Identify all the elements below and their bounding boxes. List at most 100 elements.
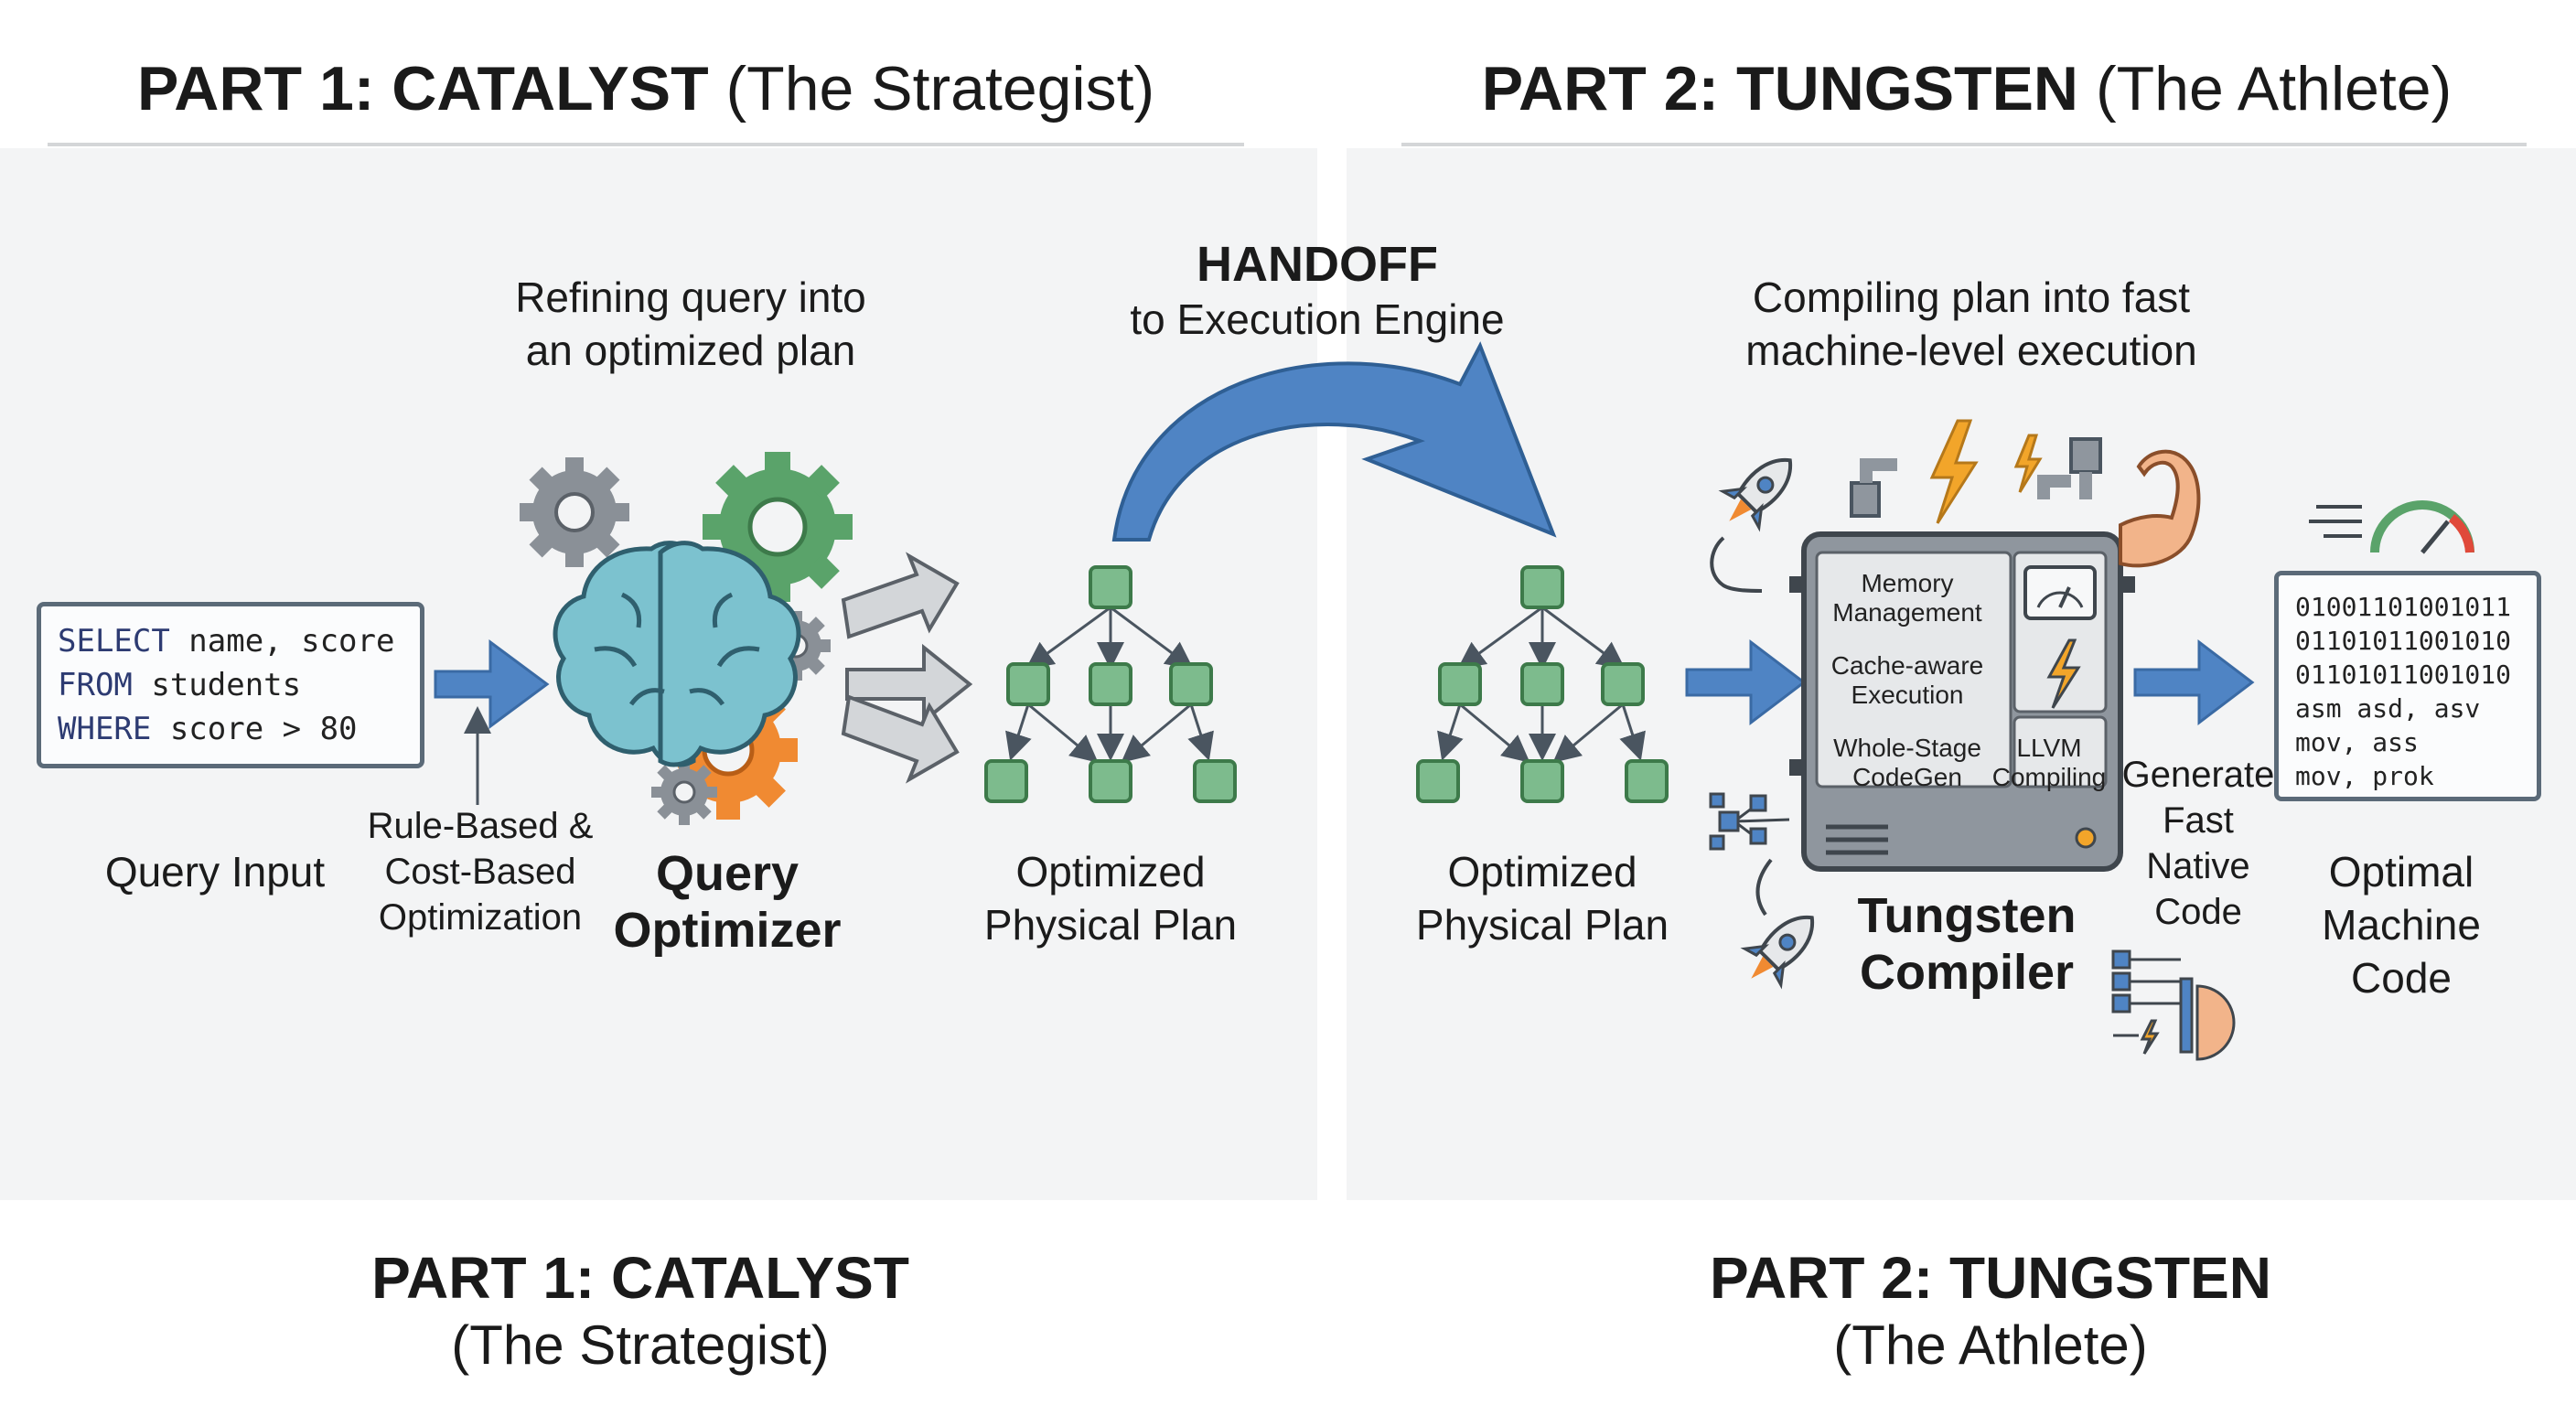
rocket-trail: [1755, 858, 1773, 917]
optimization-label: Rule-Based & Cost-Based Optimization: [348, 803, 613, 940]
header-catalyst: PART 1: CATALYST (The Strategist): [137, 53, 1155, 124]
machine-code-line: mov, prok: [2295, 761, 2434, 791]
module-line: Memory: [1861, 569, 1954, 597]
generate-line: Generate: [2121, 755, 2275, 795]
plan-tree-tungsten: [1437, 606, 1646, 763]
query-optimizer-line: Optimizer: [613, 903, 842, 958]
tungsten-compiler-label: Tungsten Compiler: [1820, 887, 2113, 1001]
header-catalyst-sub: (The Strategist): [725, 54, 1155, 123]
tungsten-plan-line: Optimized: [1447, 848, 1637, 896]
generate-line: Native: [2146, 846, 2250, 886]
catalyst-caption-line2: an optimized plan: [525, 327, 856, 374]
machine-code-line: 01001101001011: [2295, 592, 2512, 622]
header-tungsten-rule: [1401, 143, 2527, 146]
tungsten-compiler-line: Tungsten: [1857, 888, 2077, 943]
lightning-icon: [1929, 419, 1979, 524]
catalyst-plan-line: Optimized: [1015, 848, 1206, 896]
rocket-icon: [1740, 915, 1815, 990]
module-line: Cache-aware: [1830, 651, 1984, 680]
speedometer-icon: [2309, 500, 2474, 554]
footer-catalyst: PART 1: CATALYST (The Strategist): [274, 1244, 1006, 1379]
network-icon: [1709, 792, 1790, 851]
muscle-arm-icon: [2119, 449, 2201, 568]
handoff-title: HANDOFF: [1197, 237, 1438, 292]
generate-native-code-label: Generate Fast Native Code: [2120, 752, 2276, 935]
optimal-line: Optimal: [2328, 848, 2474, 896]
header-catalyst-bold: PART 1: CATALYST: [137, 54, 709, 123]
tungsten-caption: Compiling plan into fast machine-level e…: [1674, 271, 2269, 377]
plan-nodes-tungsten: [1416, 565, 1669, 803]
footer-catalyst-title: PART 1: CATALYST: [371, 1245, 909, 1311]
optimal-machine-code-label: Optimal Machine Code: [2287, 845, 2516, 1004]
arrow-compiler-to-machine-code: [2133, 638, 2255, 726]
module-llvm-compiling: LLVM Compiling: [1985, 734, 2113, 792]
module-line: Execution: [1851, 681, 1964, 709]
generate-line: Fast: [2163, 800, 2234, 841]
sql-keyword: FROM: [58, 667, 133, 703]
catalyst-caption-line1: Refining query into: [515, 273, 866, 321]
arrow-optimizer-to-plan: [845, 643, 973, 725]
sql-line: SELECT name, score: [58, 619, 403, 663]
module-line: Compiling: [1991, 763, 2107, 791]
module-memory-management: Memory Management: [1820, 569, 1994, 627]
machine-code-line: asm asd, asv: [2295, 693, 2481, 724]
sql-keyword: WHERE: [58, 711, 152, 747]
footer-tungsten: PART 2: TUNGSTEN (The Athlete): [1625, 1244, 2356, 1379]
footer-catalyst-sub: (The Strategist): [451, 1314, 830, 1376]
arrow-plan-to-compiler: [1685, 638, 1807, 726]
gear-icon: [520, 457, 629, 567]
arrow-optimizer-to-plan: [841, 694, 960, 784]
query-optimizer-label: Query Optimizer: [585, 845, 869, 959]
header-tungsten-bold: PART 2: TUNGSTEN: [1481, 54, 2079, 123]
sql-keyword: SELECT: [58, 623, 170, 660]
handoff-label: HANDOFF to Execution Engine: [1079, 236, 1555, 346]
module-line: CodeGen: [1852, 763, 1962, 791]
plan-tree-catalyst: [1005, 606, 1214, 763]
catalyst-plan-line: Physical Plan: [983, 901, 1238, 949]
query-input-label: Query Input: [104, 848, 326, 896]
lightning-icon: [2046, 638, 2081, 709]
query-optimizer-line: Query: [655, 846, 800, 901]
sql-line: FROM students: [58, 663, 403, 707]
module-cache-aware: Cache-aware Execution: [1820, 651, 1994, 710]
machine-code-line: 01101011001010: [2295, 626, 2512, 656]
machine-code-box: 01001101001011 01101011001010 011010110010…: [2274, 571, 2541, 801]
machine-code-line: 01101011001010: [2295, 660, 2512, 690]
tungsten-caption-line2: machine-level execution: [1745, 327, 2197, 374]
sql-text: score > 80: [151, 711, 358, 747]
catalyst-plan-label: Optimized Physical Plan: [955, 845, 1266, 951]
brain-icon: [553, 541, 801, 767]
handoff-subtitle: to Execution Engine: [1130, 295, 1505, 343]
lightning-icon: [2013, 434, 2043, 493]
optimal-line: Code: [2351, 954, 2452, 1002]
tungsten-caption-line1: Compiling plan into fast: [1752, 273, 2191, 321]
arrow-optimizer-to-plan: [841, 552, 960, 639]
gear-icon: [651, 759, 717, 825]
module-whole-stage-codegen: Whole-Stage CodeGen: [1820, 734, 1994, 792]
rocket-icon: [1718, 457, 1793, 532]
tungsten-plan-line: Physical Plan: [1415, 901, 1669, 949]
rocket-trail: [1710, 536, 1763, 593]
optimization-label-line: Cost-Based: [384, 852, 576, 892]
gauge-icon: [2023, 565, 2097, 620]
tungsten-compiler-line: Compiler: [1859, 945, 2075, 1000]
module-line: LLVM: [2016, 734, 2082, 762]
arrow-query-to-optimizer: [434, 639, 550, 729]
module-line: Whole-Stage: [1833, 734, 1981, 762]
catalyst-caption: Refining query into an optimized plan: [457, 271, 924, 377]
header-catalyst-rule: [48, 143, 1244, 146]
optimization-label-line: Rule-Based &: [367, 806, 594, 846]
header-tungsten: PART 2: TUNGSTEN (The Athlete): [1473, 53, 2461, 124]
optimization-label-line: Optimization: [378, 897, 583, 938]
module-line: Management: [1832, 598, 1982, 627]
optimal-line: Machine: [2322, 901, 2481, 949]
tungsten-plan-label: Optimized Physical Plan: [1387, 845, 1698, 951]
handoff-arrow: [1111, 341, 1557, 542]
plan-nodes-catalyst: [984, 565, 1237, 803]
data-flow-icon: [2111, 949, 2236, 1061]
footer-tungsten-sub: (The Athlete): [1833, 1314, 2148, 1376]
header-tungsten-sub: (The Athlete): [2095, 54, 2453, 123]
sql-line: WHERE score > 80: [58, 707, 403, 751]
